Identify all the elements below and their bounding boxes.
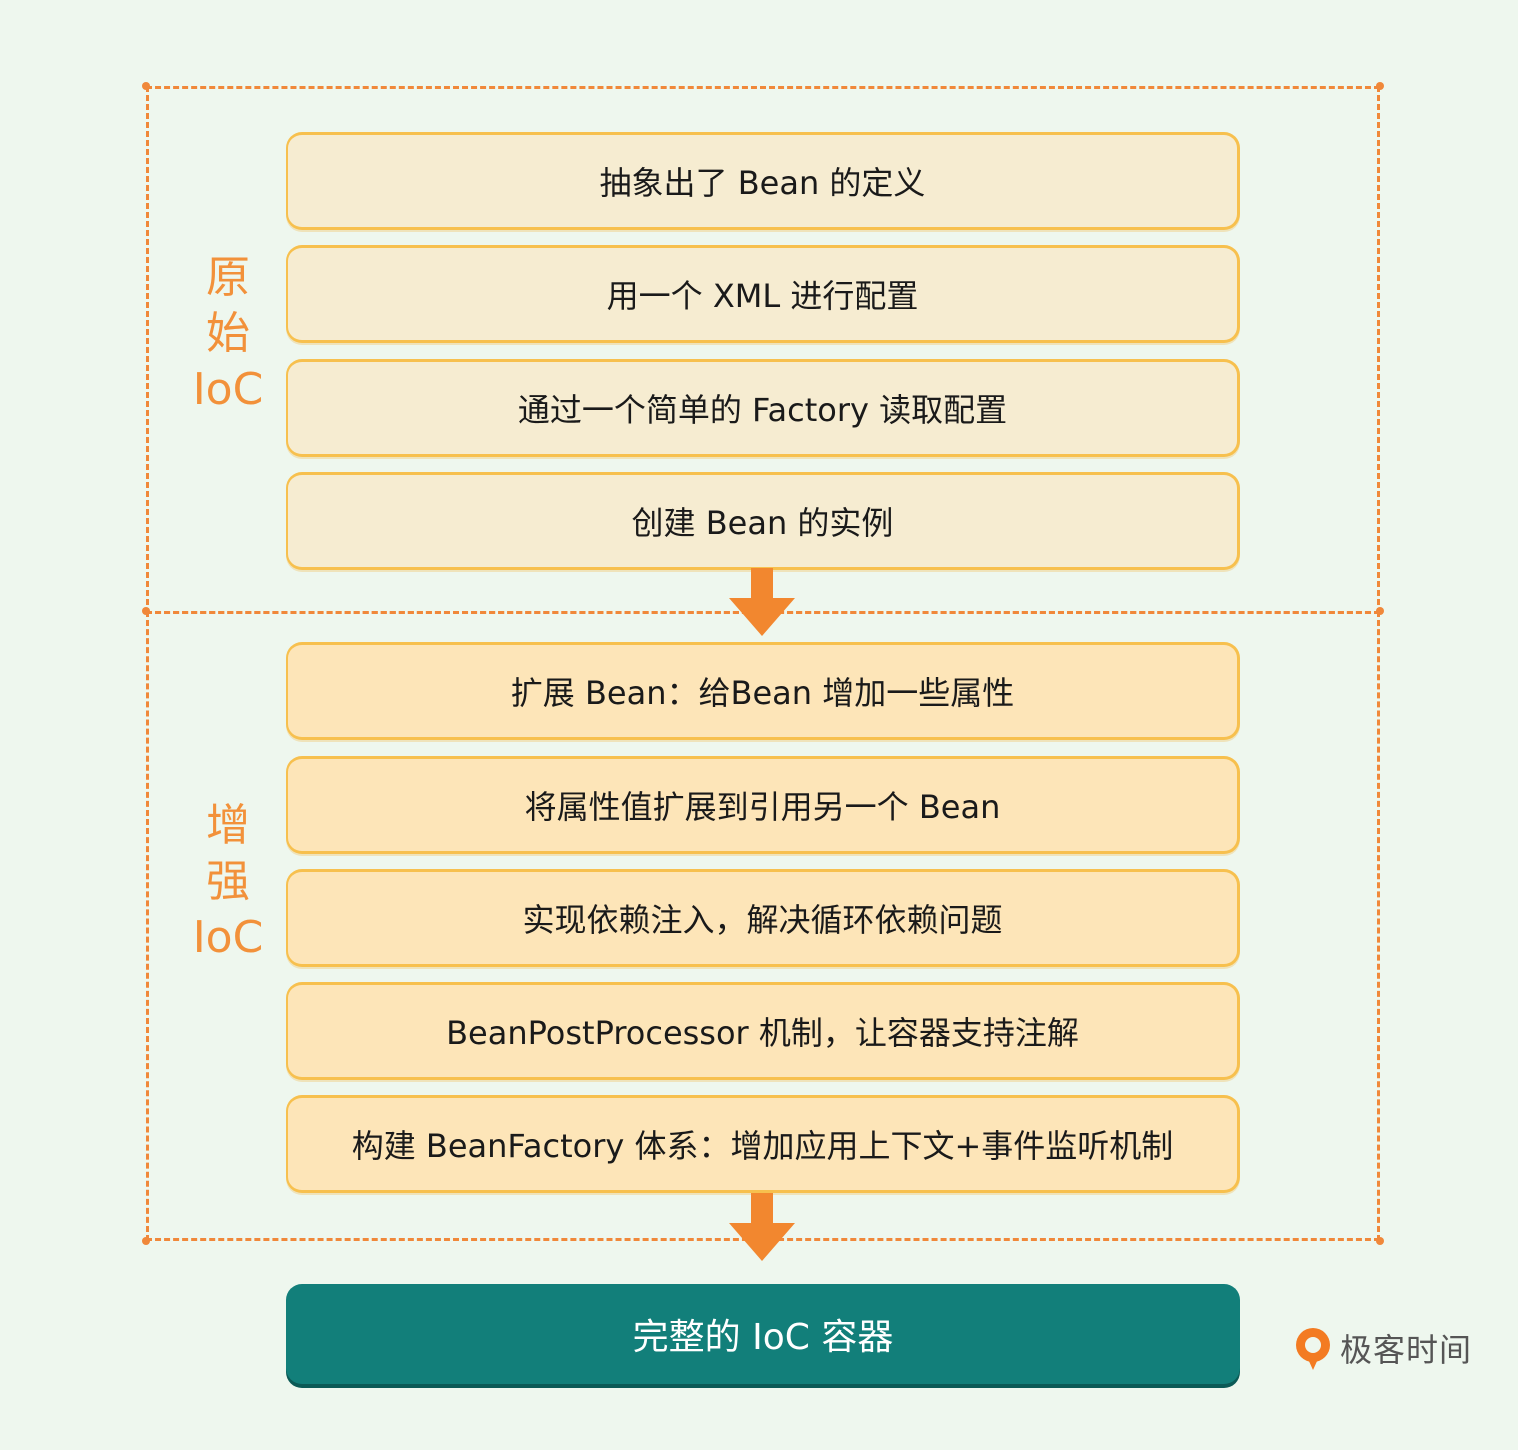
step-factory-read-config: 通过一个简单的 Factory 读取配置 [286,359,1240,457]
geektime-logo: 极客时间 [1292,1325,1472,1371]
step-dependency-injection: 实现依赖注入，解决循环依赖问题 [286,869,1240,967]
original-ioc-label: 原 始 IoC [188,250,268,418]
original-ioc-label-text: 原 始 IoC [192,252,264,415]
step-label: 创建 Bean 的实例 [631,504,894,542]
frame-corner-dot [1376,82,1384,90]
enhanced-ioc-label-text: 增 强 IoC [192,800,264,963]
step-bean-factory-system: 构建 BeanFactory 体系：增加应用上下文+事件监听机制 [286,1095,1240,1193]
complete-ioc-container: 完整的 IoC 容器 [286,1284,1240,1384]
down-arrow-icon [729,568,795,636]
step-label: 扩展 Bean：给Bean 增加一些属性 [510,674,1015,712]
step-label: 用一个 XML 进行配置 [606,277,919,315]
frame-corner-dot [1376,1237,1384,1245]
step-bean-post-processor: BeanPostProcessor 机制，让容器支持注解 [286,982,1240,1080]
logo-text: 极客时间 [1340,1331,1473,1369]
step-label: 抽象出了 Bean 的定义 [599,164,926,202]
step-bean-definition: 抽象出了 Bean 的定义 [286,132,1240,230]
frame-corner-dot [142,82,150,90]
result-label: 完整的 IoC 容器 [632,1317,894,1358]
frame-corner-dot [142,607,150,615]
enhanced-ioc-label: 增 强 IoC [188,798,268,966]
down-arrow-icon [729,1193,795,1261]
step-label: BeanPostProcessor 机制，让容器支持注解 [446,1014,1079,1052]
step-create-bean-instance: 创建 Bean 的实例 [286,472,1240,570]
step-label: 构建 BeanFactory 体系：增加应用上下文+事件监听机制 [351,1127,1174,1165]
step-extend-bean-properties: 扩展 Bean：给Bean 增加一些属性 [286,642,1240,740]
step-label: 将属性值扩展到引用另一个 Bean [524,788,1001,826]
step-xml-config: 用一个 XML 进行配置 [286,245,1240,343]
geektime-logo-icon [1296,1328,1330,1370]
step-reference-bean: 将属性值扩展到引用另一个 Bean [286,756,1240,854]
step-label: 实现依赖注入，解决循环依赖问题 [522,901,1003,939]
frame-corner-dot [142,1237,150,1245]
step-label: 通过一个简单的 Factory 读取配置 [517,391,1008,429]
frame-corner-dot [1376,607,1384,615]
